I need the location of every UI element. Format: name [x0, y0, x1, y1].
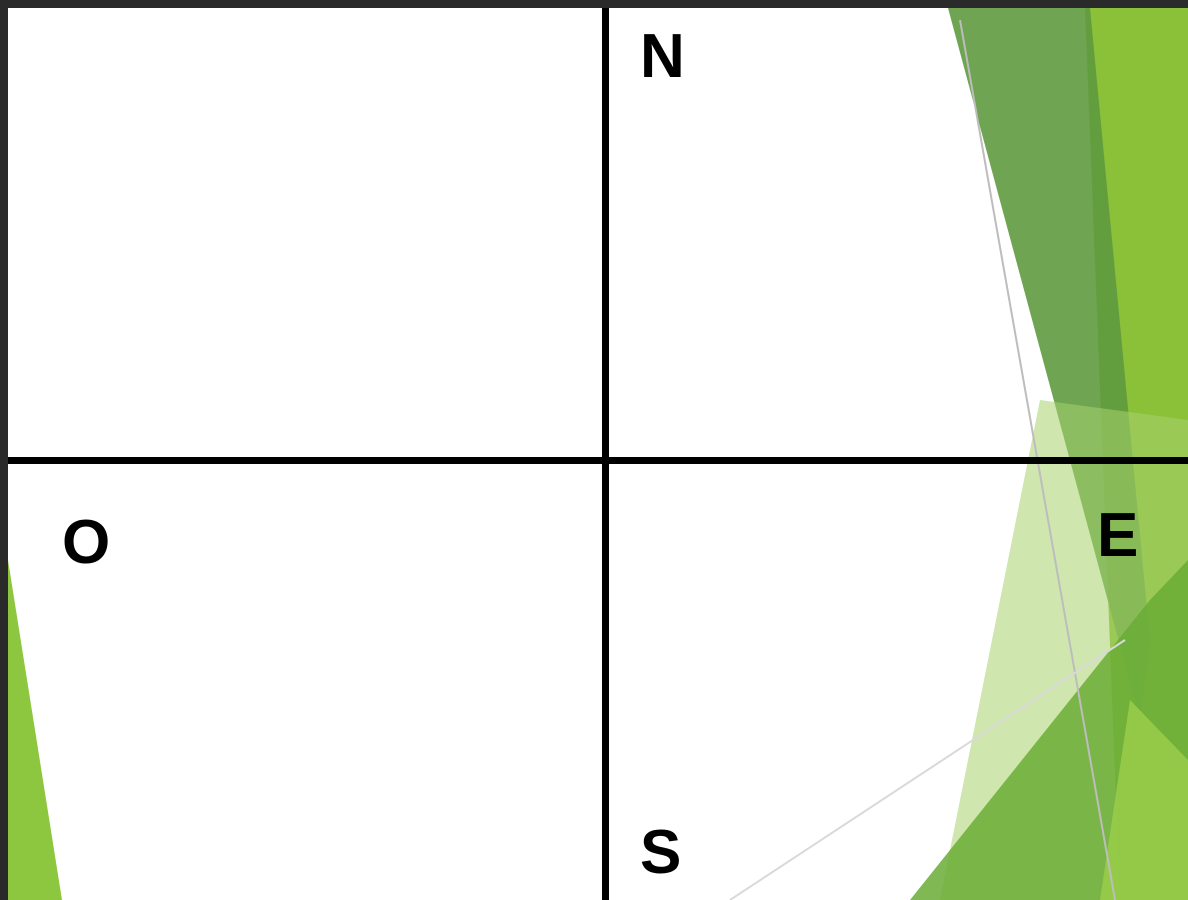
- vertical-axis: [602, 8, 609, 900]
- label-east: E: [1097, 505, 1138, 567]
- label-north: N: [640, 26, 685, 88]
- label-west: O: [62, 512, 110, 574]
- left-green-sliver: [8, 560, 62, 900]
- label-south: S: [640, 822, 681, 884]
- horizontal-axis: [8, 457, 1188, 464]
